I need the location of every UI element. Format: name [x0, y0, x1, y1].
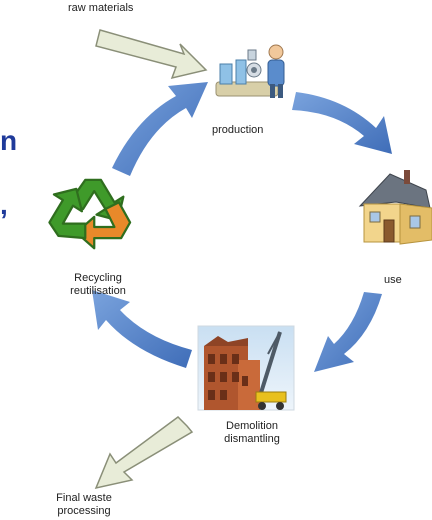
demolition-label-line2: dismantling — [224, 433, 280, 445]
final-waste-label-line1: Final waste — [56, 492, 112, 504]
final-waste-label-line2: processing — [57, 505, 111, 517]
production-label: production — [212, 124, 264, 136]
demolition-label-line1: Demolition — [226, 420, 278, 432]
factory-worker-icon — [215, 44, 285, 98]
cycle-arrow-use-to-demolition — [314, 292, 382, 372]
house-icon — [358, 170, 432, 245]
background-slide-fragment: , — [0, 189, 8, 220]
cycle-arrow-recycling-to-production — [112, 82, 208, 176]
recycling-label-line2: reutilisation — [70, 285, 126, 297]
demolition-crane-icon — [197, 325, 295, 411]
final-waste-label: Final waste processing — [44, 492, 124, 518]
demolition-label: Demolition dismantling — [216, 420, 288, 446]
cycle-arrow-demolition-to-recycling — [92, 290, 192, 368]
use-label: use — [384, 274, 402, 286]
recycle-symbol-icon — [48, 178, 132, 250]
final-waste-arrow — [94, 416, 194, 490]
recycling-label-line1: Recycling — [74, 272, 122, 284]
raw-materials-arrow — [95, 29, 208, 80]
background-slide-fragment: n — [0, 125, 18, 156]
cycle-arrow-production-to-use — [292, 92, 392, 154]
recycling-label: Recycling reutilisation — [58, 272, 138, 298]
raw-materials-label: raw materials — [68, 2, 134, 14]
